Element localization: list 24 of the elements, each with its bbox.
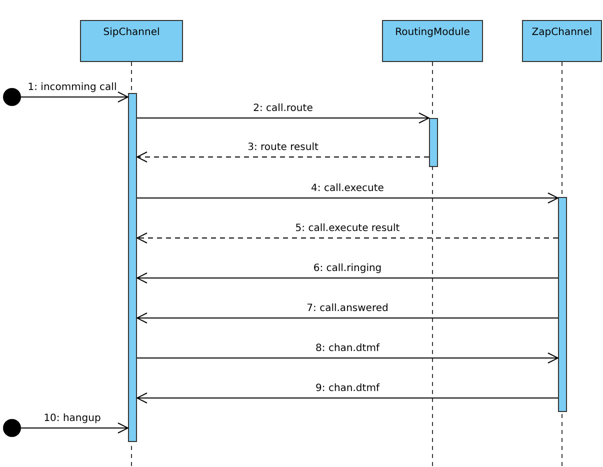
message-arrow	[136, 192, 558, 204]
message-arrow	[136, 152, 430, 162]
message-arrow	[136, 392, 558, 404]
participant-box	[382, 20, 483, 62]
message-label: 1: incomming call	[26, 82, 118, 94]
message-arrow	[20, 92, 128, 102]
participant-name: RoutingModule	[395, 27, 470, 40]
message-arrow	[136, 272, 558, 284]
message-arrow	[20, 422, 128, 434]
participant-box	[522, 20, 602, 62]
message-label: 10: hangup	[42, 413, 102, 425]
participant-box	[80, 20, 183, 62]
message-label: 6: call.ringing	[312, 263, 383, 275]
message-arrow	[136, 232, 558, 244]
participant-name: SipChannel	[103, 27, 160, 40]
message-arrow	[136, 312, 558, 324]
participant-name: ZapChannel	[532, 27, 592, 40]
start-point	[3, 419, 21, 437]
activation-bar	[558, 197, 567, 412]
activation-bar	[429, 118, 438, 167]
start-point	[3, 88, 21, 106]
activation-bar	[128, 93, 137, 442]
message-arrow	[136, 112, 430, 124]
message-arrow	[136, 352, 558, 364]
